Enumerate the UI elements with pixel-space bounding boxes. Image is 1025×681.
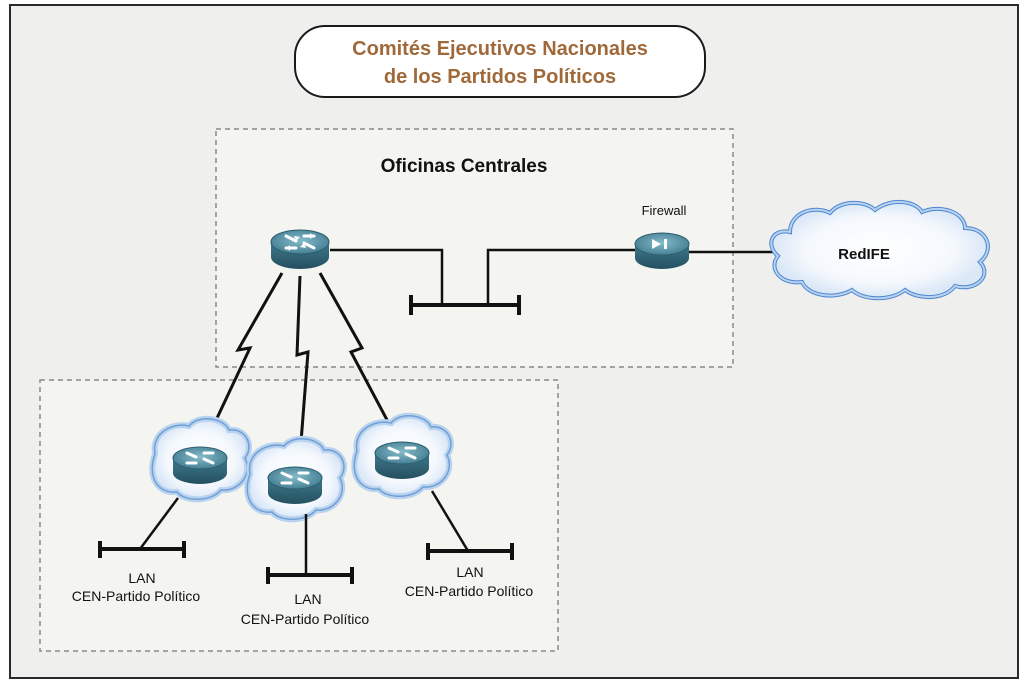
title-box: Comités Ejecutivos Nacionales de los Par… — [294, 25, 706, 98]
wan-links — [208, 272, 397, 456]
lan-label-2-line-2: CEN-Partido Político — [241, 611, 370, 627]
title-line-1: Comités Ejecutivos Nacionales — [352, 38, 648, 60]
lan-label-2-line-1: LAN — [294, 591, 321, 607]
title-line-2: de los Partidos Políticos — [384, 66, 616, 88]
party-router-1-icon — [172, 446, 228, 484]
party-router-3-icon — [374, 441, 430, 479]
hq-lan-bus — [330, 248, 638, 315]
lan-label-3-line-2: CEN-Partido Político — [405, 583, 534, 599]
wan-link-1 — [208, 272, 284, 434]
lan-label-1: LAN CEN-Partido Político — [72, 570, 201, 604]
lan-label-1-line-1: LAN — [128, 570, 155, 586]
lan-label-2: LAN CEN-Partido Político — [241, 591, 370, 627]
lan-label-1-line-2: CEN-Partido Político — [72, 588, 201, 604]
lan-label-3-line-1: LAN — [456, 564, 483, 580]
firewall-label: Firewall — [642, 203, 687, 218]
hq-router-icon — [270, 229, 330, 269]
party-lan-links — [98, 490, 514, 584]
headquarters-label: Oficinas Centrales — [381, 156, 548, 177]
party-router-2-icon — [267, 466, 323, 504]
redife-cloud: RedIFE — [769, 200, 990, 301]
wan-link-2 — [295, 275, 310, 456]
wan-link-3 — [318, 272, 397, 436]
redife-label: RedIFE — [838, 246, 890, 263]
firewall-icon — [634, 232, 690, 269]
lan-label-3: LAN CEN-Partido Político — [405, 564, 534, 599]
